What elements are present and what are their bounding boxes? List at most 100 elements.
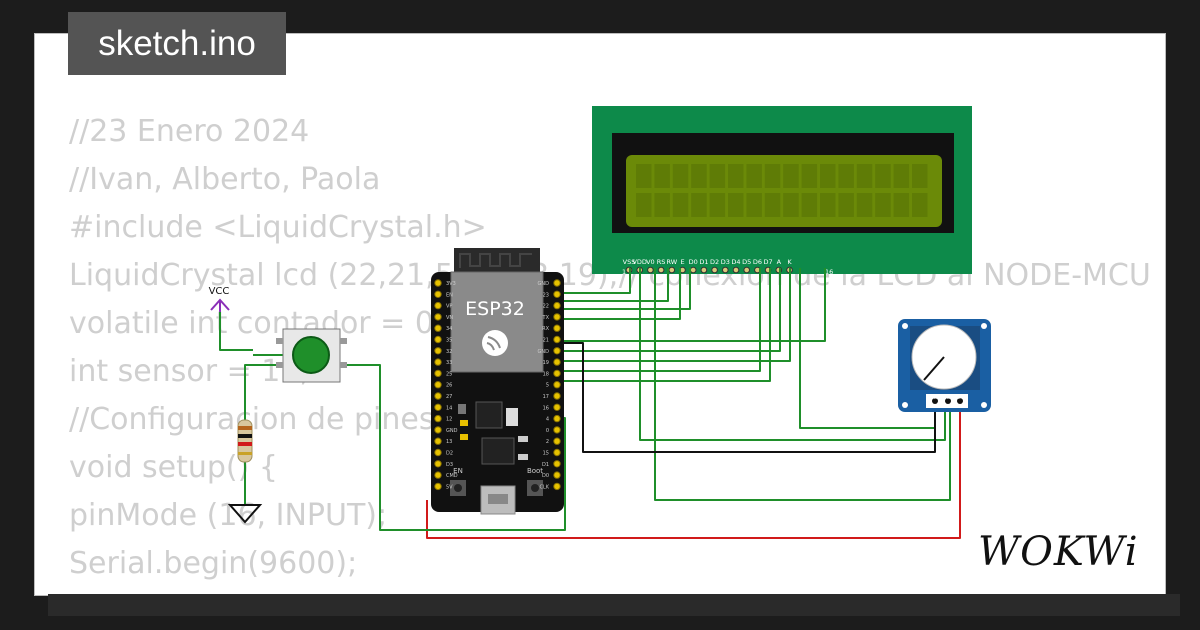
- boot-label: Boot: [527, 467, 543, 475]
- esp32-pin[interactable]: [434, 313, 442, 321]
- esp32-pin[interactable]: [434, 448, 442, 457]
- lcd-cell: [912, 193, 928, 217]
- esp32-pin[interactable]: [553, 335, 561, 344]
- lcd-pin[interactable]: [668, 266, 676, 274]
- esp32-pin[interactable]: [553, 414, 561, 423]
- esp32-pin[interactable]: [434, 358, 442, 366]
- lcd-cell: [728, 164, 744, 188]
- lcd-pin-label: D1: [699, 258, 708, 266]
- lcd-pin[interactable]: [711, 266, 718, 274]
- esp32-pin[interactable]: [434, 290, 442, 298]
- esp32-pin[interactable]: [434, 369, 442, 378]
- esp32-pin-label: 22: [543, 304, 549, 310]
- lcd-cell: [820, 193, 836, 217]
- esp32-pin[interactable]: [434, 301, 442, 310]
- esp32-module-shield: [450, 271, 544, 373]
- lcd-pin-label: D4: [731, 258, 740, 266]
- lcd-pin-label: A: [777, 258, 782, 266]
- lcd-pin-label: D0: [689, 258, 698, 266]
- lcd-character-cells: [636, 164, 928, 217]
- code-line: #include <LiquidCrystal.h>: [69, 210, 487, 245]
- resistor[interactable]: [237, 419, 253, 463]
- esp32-pin[interactable]: [553, 403, 561, 411]
- esp32-pin-label: GND: [538, 281, 550, 287]
- esp32-pin[interactable]: [434, 324, 442, 332]
- esp32-pin[interactable]: [434, 381, 442, 389]
- esp32-pin[interactable]: [434, 414, 442, 423]
- lcd-cell: [709, 193, 726, 217]
- esp32-pin[interactable]: [553, 279, 561, 287]
- esp32-pin-label: 3V3: [446, 281, 456, 287]
- esp32-pin[interactable]: [553, 290, 561, 298]
- code-line: //Configuracion de pines: [69, 402, 435, 437]
- esp32-pin[interactable]: [434, 460, 442, 468]
- esp32-board[interactable]: ESP32 EN Boot 3V3ENVPVN34353233252627141…: [431, 248, 564, 515]
- lcd-pin[interactable]: [689, 266, 697, 274]
- esp32-pin[interactable]: [434, 426, 442, 434]
- esp32-pin[interactable]: [434, 347, 442, 355]
- esp32-pin[interactable]: [553, 381, 561, 389]
- esp32-pin-label: 19: [543, 360, 549, 366]
- lcd-pin-label: D7: [764, 258, 773, 266]
- potentiometer[interactable]: GND SIG VCC: [898, 319, 991, 412]
- esp32-pin[interactable]: [434, 279, 442, 287]
- esp32-pin[interactable]: [434, 437, 442, 445]
- wire-rs: [563, 268, 631, 294]
- esp32-pin[interactable]: [434, 403, 442, 411]
- lcd-pin[interactable]: [743, 266, 751, 274]
- lcd-pin[interactable]: [657, 266, 665, 274]
- project-title[interactable]: sketch.ino: [68, 12, 286, 75]
- lcd-cell: [728, 193, 744, 217]
- wire-vcc: [426, 400, 961, 539]
- esp32-pin[interactable]: [553, 369, 561, 378]
- esp32-pin-label: 17: [543, 394, 549, 400]
- lcd-cell: [820, 164, 836, 188]
- resistor-body: [237, 419, 253, 463]
- esp32-pin-label: VP: [446, 304, 452, 310]
- esp32-pin[interactable]: [434, 335, 442, 344]
- esp32-pin[interactable]: [553, 437, 561, 445]
- vcc-symbol: VCC: [209, 286, 230, 312]
- ground-symbol-icon: [227, 504, 263, 524]
- esp32-pin[interactable]: [553, 313, 561, 321]
- lcd-pin[interactable]: [647, 266, 654, 274]
- esp32-pin[interactable]: [434, 482, 442, 491]
- esp32-pin-label: 34: [446, 326, 452, 332]
- esp32-pin[interactable]: [553, 471, 561, 479]
- esp32-pin-label: D0: [542, 473, 549, 479]
- esp32-pin[interactable]: [553, 324, 561, 332]
- esp32-pin[interactable]: [553, 482, 561, 491]
- esp32-pin[interactable]: [553, 347, 561, 355]
- lcd-cell: [746, 164, 762, 188]
- esp32-pin[interactable]: [553, 426, 561, 434]
- lcd-pin[interactable]: [700, 266, 708, 274]
- esp32-pin[interactable]: [553, 301, 561, 310]
- esp32-pin-label: D1: [542, 462, 549, 468]
- esp32-pin[interactable]: [434, 471, 442, 479]
- push-button[interactable]: [276, 328, 347, 383]
- lcd-pin[interactable]: [732, 266, 740, 274]
- esp32-pin[interactable]: [553, 392, 561, 400]
- esp32-pin-label: CMD: [446, 473, 458, 479]
- esp32-pin-label: 5: [546, 383, 549, 389]
- esp32-pin-label: D3: [446, 462, 453, 468]
- antenna-trace: [459, 253, 532, 268]
- wire-pot-vcc: [639, 268, 946, 441]
- lcd-cell: [893, 164, 910, 188]
- esp32-pin[interactable]: [553, 460, 561, 468]
- wokwi-logo[interactable]: WOKWi: [978, 529, 1139, 575]
- lcd-cell: [691, 193, 707, 217]
- esp32-pin-label: 27: [446, 394, 452, 400]
- lcd-cell: [672, 193, 689, 217]
- lcd-cell: [764, 193, 781, 217]
- esp32-pin[interactable]: [434, 392, 442, 400]
- svg-text:SIG: SIG: [942, 395, 951, 401]
- esp32-pin[interactable]: [553, 358, 561, 366]
- esp32-pin[interactable]: [553, 448, 561, 457]
- lcd-pin-label: VDD: [632, 258, 646, 266]
- lcd-cell: [875, 193, 891, 217]
- wire-d6: [563, 268, 761, 372]
- lcd-cell: [636, 193, 652, 217]
- lcd-pin[interactable]: [722, 266, 729, 274]
